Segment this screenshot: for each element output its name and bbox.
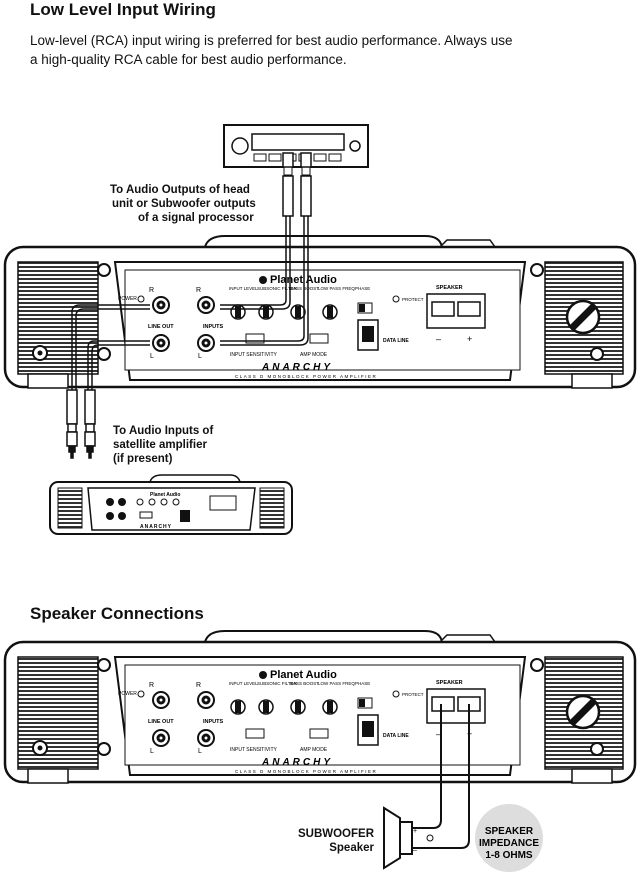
impedance-badge: SPEAKER IMPEDANCE 1-8 OHMS — [475, 804, 543, 872]
satellite-model: ANARCHY — [140, 524, 172, 530]
protect-label: PROTECT — [402, 692, 424, 697]
right-label: R — [196, 682, 201, 689]
minus-label: – — [436, 729, 441, 739]
plus-label: + — [467, 334, 472, 344]
impedance-line: SPEAKER — [485, 826, 534, 837]
caption-line: unit or Subwoofer outputs — [112, 198, 256, 210]
amp-subtitle: CLASS D MONOBLOCK POWER AMPLIFIER — [235, 374, 377, 379]
rca-plugs-head-unit — [282, 152, 312, 217]
left-label: L — [150, 353, 154, 360]
data-line-label: DATA LINE — [383, 733, 409, 739]
model-name: ANARCHY — [261, 362, 333, 373]
left-label: L — [150, 748, 154, 755]
section-title-speaker-connections: Speaker Connections — [30, 604, 204, 623]
right-label: R — [196, 287, 201, 294]
phase-label: PHASE — [355, 286, 370, 291]
satellite-caption: To Audio Inputs of satellite amplifier (… — [113, 424, 213, 466]
amp-mode-label: AMP MODE — [300, 747, 328, 753]
bass-boost-label: BASS BOOST — [290, 681, 319, 686]
amplifier-1: Planet Audio POWER R L LINE OUT R L INPU… — [3, 235, 637, 389]
minus-label: – — [436, 334, 441, 344]
low-pass-label: LOW PASS FREQ — [318, 681, 355, 686]
left-label: L — [198, 353, 202, 360]
speaker-label: SPEAKER — [436, 285, 463, 291]
input-level-label: INPUT LEVEL — [229, 681, 258, 686]
subsonic-label: SUBSONIC FILTER — [257, 286, 298, 291]
left-label: L — [198, 748, 202, 755]
amp-subtitle: CLASS D MONOBLOCK POWER AMPLIFIER — [235, 769, 377, 774]
power-label: POWER — [118, 296, 137, 302]
right-label: R — [149, 682, 154, 689]
subsonic-label: SUBSONIC FILTER — [257, 681, 298, 686]
caption-line: (if present) — [113, 453, 173, 465]
input-sensitivity-label: INPUT SENSITIVITY — [230, 747, 278, 753]
section-title-input-wiring: Low Level Input Wiring — [30, 0, 216, 19]
caption-line: To Audio Outputs of head — [110, 184, 250, 196]
inputs-label: INPUTS — [203, 324, 224, 330]
caption-line: of a signal processor — [138, 212, 254, 224]
impedance-line: 1-8 OHMS — [485, 850, 533, 861]
model-name: ANARCHY — [261, 757, 333, 768]
label-line: Speaker — [329, 842, 374, 854]
amplifier-2: Planet Audio POWER R L LINE OUT R L INPU… — [3, 630, 637, 784]
subwoofer-label: SUBWOOFER Speaker — [290, 827, 374, 855]
speaker-minus: – — [413, 847, 417, 854]
subwoofer-speaker: + – — [383, 806, 434, 870]
input-sensitivity-label: INPUT SENSITIVITY — [230, 352, 278, 358]
input-cables — [220, 216, 309, 346]
amp-mode-label: AMP MODE — [300, 352, 328, 358]
caption-line: To Audio Inputs of — [113, 425, 214, 437]
data-line-label: DATA LINE — [383, 338, 409, 344]
low-pass-label: LOW PASS FREQ — [318, 286, 355, 291]
head-unit — [223, 124, 369, 168]
intro-line-1: Low-level (RCA) input wiring is preferre… — [30, 33, 513, 48]
satellite-brand: Planet Audio — [150, 492, 180, 498]
line-out-label: LINE OUT — [148, 719, 174, 725]
input-level-label: INPUT LEVEL — [229, 286, 258, 291]
satellite-amplifier: Planet Audio ANARCHY — [49, 474, 293, 535]
head-unit-caption: To Audio Outputs of head unit or Subwoof… — [110, 183, 256, 225]
brand-logo: Planet Audio — [270, 669, 337, 681]
caption-line: satellite amplifier — [113, 439, 207, 451]
output-cables — [66, 304, 150, 459]
label-line: SUBWOOFER — [297, 828, 374, 840]
inputs-label: INPUTS — [203, 719, 224, 725]
protect-label: PROTECT — [402, 297, 424, 302]
right-label: R — [149, 287, 154, 294]
impedance-line: IMPEDANCE — [479, 838, 539, 849]
speaker-label: SPEAKER — [436, 680, 463, 686]
intro-text: Low-level (RCA) input wiring is preferre… — [30, 31, 630, 69]
speaker-wires — [410, 704, 470, 849]
intro-line-2: a high-quality RCA cable for best audio … — [30, 52, 347, 67]
speaker-plus: + — [413, 828, 417, 835]
line-out-label: LINE OUT — [148, 324, 174, 330]
phase-label: PHASE — [355, 681, 370, 686]
power-label: POWER — [118, 691, 137, 697]
